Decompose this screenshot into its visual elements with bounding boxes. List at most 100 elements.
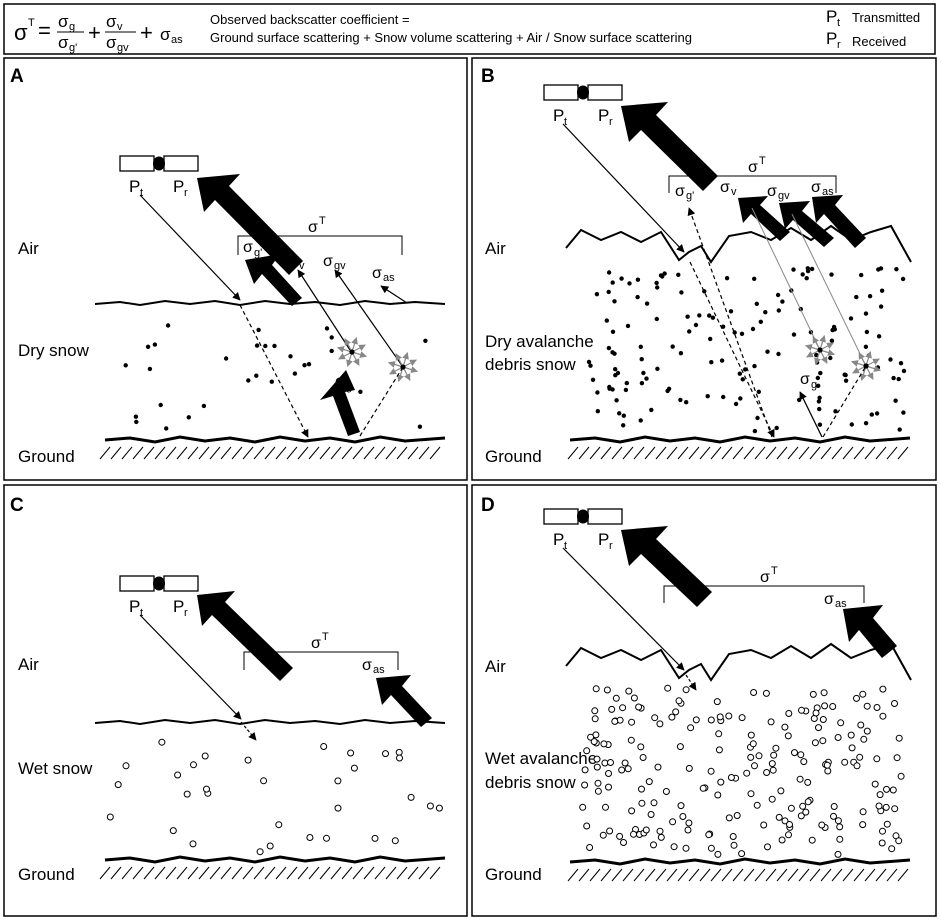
snow-particle bbox=[775, 292, 781, 298]
svg-text:σ: σ bbox=[308, 219, 318, 236]
snow-particle bbox=[805, 266, 810, 271]
snow-particle bbox=[581, 766, 589, 774]
snow-particle bbox=[725, 712, 733, 720]
ground-hatch-line bbox=[396, 446, 408, 460]
panel-a-sigma-v-ray bbox=[297, 269, 351, 351]
snow-particle bbox=[753, 801, 761, 809]
snow-particle bbox=[778, 836, 786, 844]
snow-particle bbox=[739, 331, 745, 336]
snow-particle bbox=[610, 329, 616, 334]
ground-hatch-line bbox=[319, 866, 331, 880]
snow-particle bbox=[586, 844, 594, 851]
snow-particle bbox=[719, 358, 725, 363]
snow-particle bbox=[174, 771, 182, 779]
snow-particle bbox=[684, 826, 692, 834]
snow-particle bbox=[787, 804, 795, 812]
ground-hatch-line bbox=[264, 866, 276, 880]
ground-hatch-line bbox=[677, 868, 689, 882]
snow-particle bbox=[859, 690, 867, 698]
snow-particle bbox=[645, 778, 653, 786]
svg-text:g': g' bbox=[686, 190, 694, 202]
snow-particle bbox=[874, 411, 880, 416]
ground-hatch-line bbox=[853, 446, 865, 460]
eq-sigma-g: σ bbox=[58, 12, 69, 31]
snow-particle bbox=[809, 690, 817, 698]
ground-hatch-line bbox=[666, 446, 678, 460]
snow-particle bbox=[670, 843, 678, 851]
snow-particle bbox=[818, 370, 823, 376]
ground-hatch-line bbox=[842, 446, 854, 460]
snow-particle bbox=[879, 712, 887, 720]
snow-particle bbox=[435, 804, 443, 812]
snow-particle bbox=[797, 812, 805, 820]
snow-particle bbox=[183, 790, 191, 798]
panel-c-diagram: P t P r σ T σ as bbox=[94, 575, 446, 880]
snow-particle bbox=[768, 760, 776, 768]
snow-particle bbox=[747, 753, 755, 761]
panel-a-volume-scatter-1 bbox=[337, 337, 367, 367]
snow-particle bbox=[627, 281, 632, 286]
panel-c-ground-line bbox=[104, 855, 446, 864]
snow-particle bbox=[605, 770, 612, 777]
snow-particle bbox=[709, 360, 714, 365]
ground-hatch-line bbox=[99, 446, 111, 460]
snow-particle bbox=[755, 415, 760, 421]
snow-particle bbox=[883, 820, 891, 828]
panel-c-incident-ray bbox=[139, 614, 242, 720]
snow-particle bbox=[760, 821, 768, 829]
snow-particle bbox=[714, 850, 722, 858]
legend-received: Received bbox=[852, 34, 906, 49]
svg-text:t: t bbox=[140, 187, 143, 199]
ground-hatch-line bbox=[121, 446, 133, 460]
snow-particle bbox=[705, 831, 713, 839]
eq-plus-1: + bbox=[88, 20, 101, 45]
eq-plus-2: + bbox=[140, 20, 153, 45]
snow-particle bbox=[814, 352, 819, 358]
snow-particle bbox=[791, 332, 797, 337]
snow-particle bbox=[382, 750, 389, 758]
ground-hatch-line bbox=[875, 446, 887, 460]
ground-hatch-line bbox=[220, 866, 232, 880]
svg-text:t: t bbox=[140, 607, 143, 619]
snow-particle bbox=[738, 850, 746, 858]
snow-particle bbox=[581, 781, 589, 789]
snow-particle bbox=[670, 344, 675, 349]
ground-hatch-line bbox=[589, 446, 601, 460]
ground-hatch-line bbox=[308, 446, 320, 460]
snow-particle bbox=[595, 390, 600, 395]
ground-hatch-line bbox=[699, 446, 711, 460]
snow-particle bbox=[391, 837, 399, 845]
snow-particle bbox=[189, 840, 197, 848]
snow-particle bbox=[843, 378, 849, 383]
panel-c-sigma-as-arrow bbox=[376, 675, 432, 727]
svg-text:gv: gv bbox=[334, 260, 346, 272]
panel-c-air-label: Air bbox=[18, 655, 39, 674]
ground-hatch-line bbox=[809, 446, 821, 460]
ground-hatch-line bbox=[897, 446, 909, 460]
panel-b-sigma-v-arrow bbox=[738, 196, 790, 241]
panel-c-sigma-total-bracket bbox=[243, 651, 399, 670]
svg-text:P: P bbox=[173, 597, 184, 616]
snow-particle bbox=[651, 714, 659, 722]
panel-a-snow-particles bbox=[123, 323, 428, 431]
snow-particle bbox=[869, 412, 874, 417]
panel-c-total-return-arrow bbox=[197, 591, 293, 681]
panel-a-snow-label: Dry snow bbox=[18, 341, 90, 360]
snow-particle bbox=[804, 778, 812, 786]
snow-particle bbox=[606, 345, 612, 351]
ground-hatch-line bbox=[275, 866, 287, 880]
ground-hatch-line bbox=[798, 868, 810, 882]
snow-particle bbox=[819, 737, 827, 745]
ground-hatch-line bbox=[297, 446, 309, 460]
snow-particle bbox=[606, 270, 612, 275]
svg-text:T: T bbox=[771, 565, 778, 577]
snow-particle bbox=[612, 299, 617, 304]
snow-particle bbox=[621, 423, 626, 428]
snow-particle bbox=[882, 803, 890, 811]
ground-hatch-line bbox=[644, 446, 656, 460]
ground-hatch-line bbox=[231, 866, 243, 880]
ground-hatch-line bbox=[721, 868, 733, 882]
snow-particle bbox=[642, 826, 650, 834]
ground-hatch-line bbox=[253, 446, 265, 460]
snow-particle bbox=[266, 842, 274, 850]
